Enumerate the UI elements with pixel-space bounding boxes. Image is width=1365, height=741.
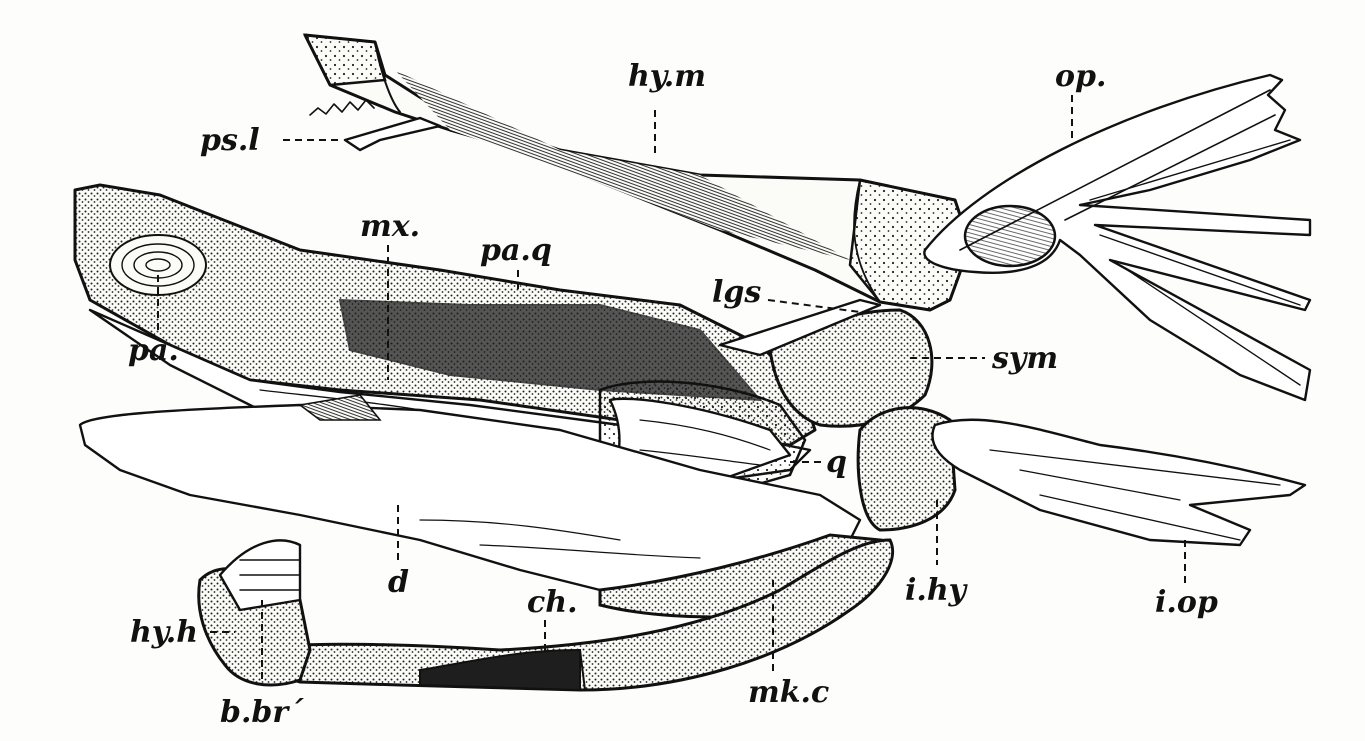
label-mkc: mk.c: [748, 675, 829, 710]
label-bbr: b.br´: [220, 695, 304, 730]
ceratohyal-bone: [247, 538, 895, 692]
label-pa: pa.: [128, 333, 179, 368]
labels: hy.m op. ps.l mx. pa.q lgs pa. sym q d i…: [128, 59, 1218, 730]
label-ihy: i.hy: [905, 573, 969, 608]
pseudobranch-spine: [309, 99, 442, 152]
label-leaders: [157, 95, 1186, 685]
label-lgs: lgs: [712, 275, 761, 310]
label-ch: ch.: [527, 585, 578, 620]
label-paq: pa.q: [480, 233, 552, 268]
opercular-bone: [923, 73, 1312, 402]
label-d: d: [388, 565, 409, 600]
label-sym: sym: [991, 341, 1058, 376]
symplectic-bone: [718, 298, 934, 428]
label-iop: i.op: [1155, 585, 1218, 620]
label-mx: mx.: [360, 209, 420, 244]
interhyal-bone: [856, 406, 957, 532]
hypohyal-bone: [197, 539, 312, 687]
label-hyh: hy.h: [130, 615, 198, 650]
interopercular-bone: [931, 418, 1307, 547]
hyomandibular-bone: [302, 33, 972, 312]
label-q: q: [826, 445, 847, 480]
label-hym: hy.m: [628, 59, 706, 94]
label-psl: ps.l: [200, 123, 260, 158]
label-op: op.: [1055, 59, 1106, 94]
dentary-bone: [78, 394, 862, 592]
